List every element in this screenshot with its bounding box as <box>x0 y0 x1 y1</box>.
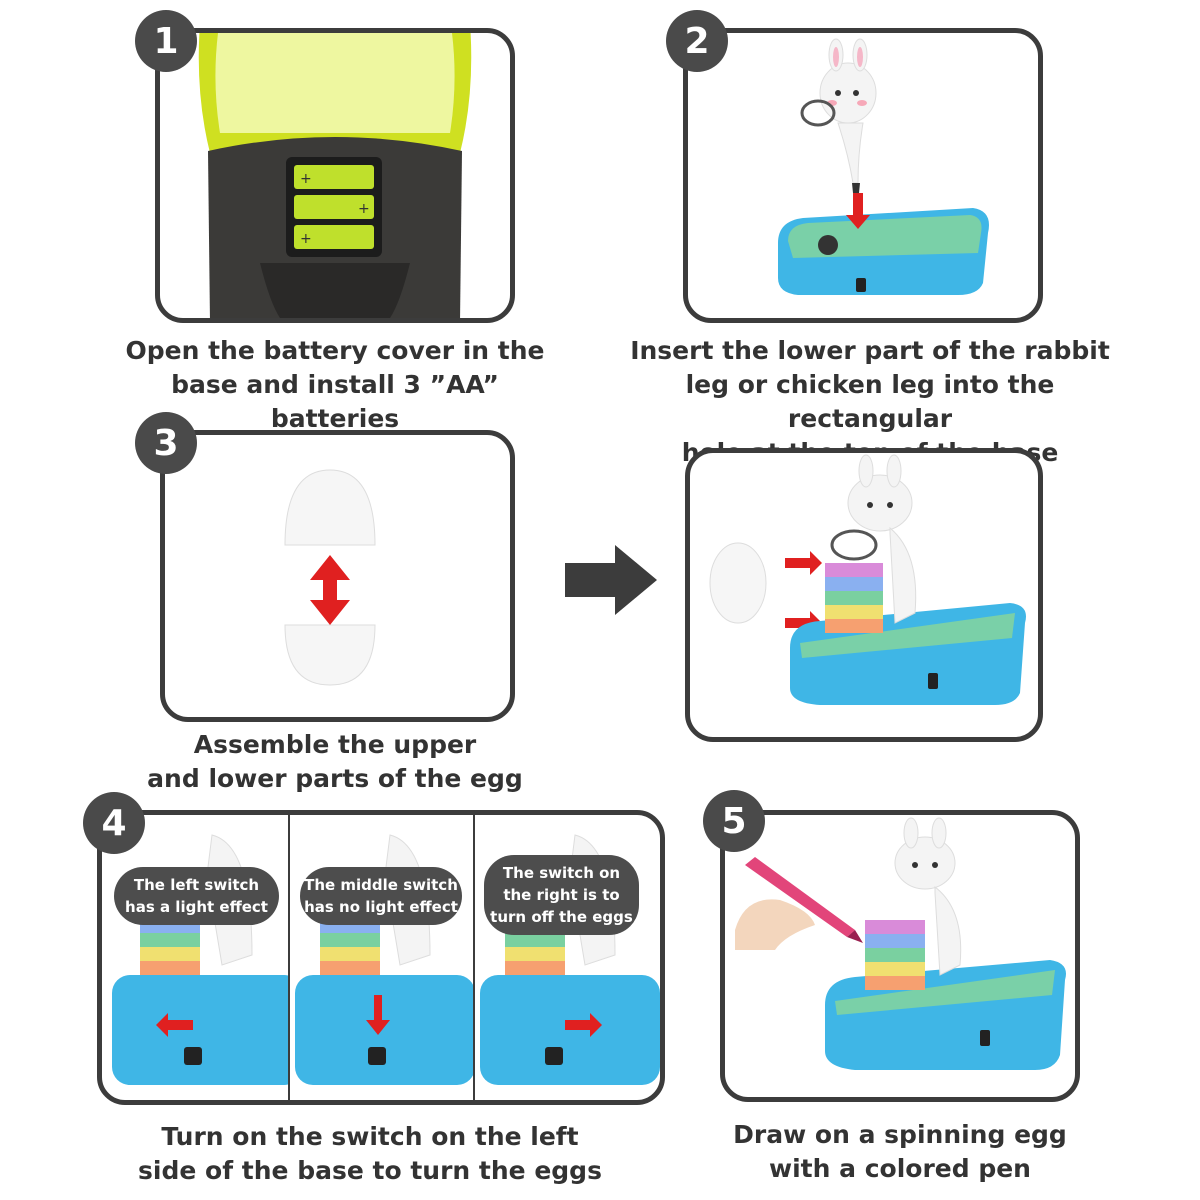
panel-divider <box>473 815 475 1100</box>
switch-icon <box>980 1030 990 1046</box>
rabbit-insert-illustration <box>778 38 989 295</box>
switch-icon <box>368 1047 386 1065</box>
step-4-panel: The left switch has a light effect The m… <box>97 810 665 1105</box>
switch-icon <box>545 1047 563 1065</box>
switch-icon <box>856 278 866 292</box>
assembled-result-panel <box>685 448 1043 742</box>
pen-icon <box>745 857 863 943</box>
drawing-illustration <box>735 817 1066 1070</box>
egg-icon <box>284 469 376 686</box>
egg-assembly-illustration <box>284 469 376 686</box>
assembled-toy-illustration <box>709 454 1026 705</box>
step-4-caption: Turn on the switch on the left side of t… <box>138 1122 602 1185</box>
double-arrow-icon <box>310 555 350 625</box>
arrow-down-icon <box>846 193 870 229</box>
step-1-panel: + + + <box>155 28 515 323</box>
switch-left-view <box>102 815 288 1100</box>
step-5-caption: Draw on a spinning egg with a colored pe… <box>733 1120 1067 1183</box>
step-2-badge: 2 <box>666 10 728 72</box>
panel-divider <box>288 815 290 1100</box>
svg-text:+: + <box>358 201 370 217</box>
middle-switch-bubble: The middle switch has no light effect <box>300 867 462 925</box>
switch-icon <box>928 673 938 689</box>
switch-icon <box>184 1047 202 1065</box>
arrow-right-icon <box>565 545 657 615</box>
step-3-caption: Assemble the upper and lower parts of th… <box>147 730 523 793</box>
svg-text:+: + <box>300 171 312 187</box>
battery-icon: + + + <box>294 165 374 249</box>
hand-icon <box>735 899 815 950</box>
rabbit-icon <box>800 38 877 203</box>
step-1-caption: Open the battery cover in the base and i… <box>125 336 545 433</box>
step-3-panel <box>160 430 515 722</box>
battery-compartment-icon: + + + <box>198 33 472 318</box>
left-switch-bubble: The left switch has a light effect <box>114 867 279 925</box>
step-3-badge: 3 <box>135 412 197 474</box>
rabbit-icon <box>830 454 917 624</box>
step-5-badge: 5 <box>703 790 765 852</box>
step-2-panel <box>683 28 1043 323</box>
step-5-panel <box>720 810 1080 1102</box>
svg-text:+: + <box>300 231 312 247</box>
step-4-badge: 4 <box>83 792 145 854</box>
rainbow-egg-icon <box>825 563 883 633</box>
step-1-badge: 1 <box>135 10 197 72</box>
egg-icon <box>709 542 767 624</box>
rabbit-icon <box>894 817 962 976</box>
switch-middle-view <box>290 815 473 1100</box>
rainbow-egg-icon <box>865 920 925 990</box>
right-switch-bubble: The switch on the right is to turn off t… <box>484 855 639 935</box>
